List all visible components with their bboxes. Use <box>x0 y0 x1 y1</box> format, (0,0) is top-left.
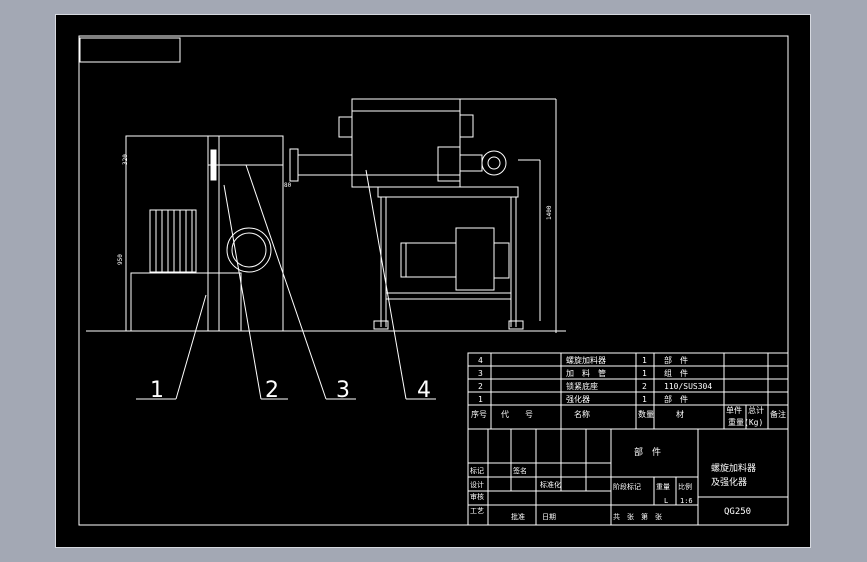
cad-drawing: 320 950 80 1400 <box>78 35 789 526</box>
header-qty: 数量 <box>638 409 654 419</box>
callout-3: 3 <box>336 378 350 403</box>
parts-row-no: 2 <box>478 382 483 391</box>
drawing-title-line1: 螺旋加料器 <box>711 462 756 474</box>
header-unit-weight: 单件 <box>726 405 742 415</box>
label-approve: 批准 <box>511 512 525 521</box>
callout-leaders <box>136 164 436 400</box>
label-std: 标准化 <box>540 480 561 489</box>
parts-row-material: 组 件 <box>664 368 688 378</box>
header-code: 代 号 <box>501 409 533 419</box>
parts-list-grid <box>467 352 789 430</box>
parts-row-no: 3 <box>478 369 483 378</box>
dim-body-height: 950 <box>117 254 124 265</box>
dim-top-height: 320 <box>122 154 129 165</box>
parts-row-qty: 1 <box>642 356 647 365</box>
parts-list-rows: 4 螺旋加料器 1 部 件 3 加 料 管 1 组 件 2 锁紧底座 2 110… <box>471 355 786 427</box>
parts-row-qty: 1 <box>642 395 647 404</box>
callout-4: 4 <box>417 378 431 403</box>
parts-row-name: 强化器 <box>566 394 590 404</box>
header-material: 材 <box>676 409 684 419</box>
label-sheets: 共 张 第 张 <box>613 512 662 521</box>
title-block-grid <box>467 428 789 526</box>
label-sign: 签名 <box>513 466 527 475</box>
parts-row-no: 1 <box>478 395 483 404</box>
label-weight: 重量 <box>656 483 670 491</box>
scale-value: 1:6 <box>680 497 693 505</box>
parts-row-name: 加 料 管 <box>566 368 606 378</box>
parts-row-name: 螺旋加料器 <box>566 355 606 365</box>
header-weight-unit: 重量(Kg) <box>728 417 763 427</box>
header-name: 名称 <box>574 409 590 419</box>
header-seq: 序号 <box>471 409 487 419</box>
parts-row-material: 部 件 <box>664 394 688 404</box>
part-label: 部 件 <box>634 446 661 458</box>
header-remark: 备注 <box>770 409 786 419</box>
dim-offset: 80 <box>284 182 292 189</box>
label-date: 日期 <box>542 513 556 521</box>
parts-row-qty: 2 <box>642 382 647 391</box>
dim-frame-height: 1400 <box>546 205 553 220</box>
label-process: 工艺 <box>470 507 484 515</box>
parts-row-material: 110/SUS304 <box>664 382 712 391</box>
drawing-title-line2: 及强化器 <box>711 476 747 488</box>
drawing-code: QG250 <box>724 507 751 517</box>
label-stage-mark: 阶段标记 <box>613 482 641 491</box>
parts-row-name: 锁紧底座 <box>566 381 598 391</box>
title-block-labels: 标记 设计 审核 工艺 标准化 阶段标记 重量 比例 共 张 第 张 日期 批准… <box>470 446 756 521</box>
label-mark: 标记 <box>470 466 484 475</box>
quantity-mark: L <box>664 497 668 505</box>
screw-feeder-part <box>86 98 566 333</box>
label-check: 审核 <box>470 492 484 501</box>
reverse-code-box <box>79 37 181 63</box>
label-ratio: 比例 <box>678 482 692 491</box>
callout-1: 1 <box>150 378 164 403</box>
cad-viewport[interactable]: 320 950 80 1400 <box>55 14 811 548</box>
parts-row-no: 4 <box>478 356 483 365</box>
drawing-frame <box>78 35 789 526</box>
header-total-weight: 总计 <box>748 405 764 415</box>
parts-row-material: 部 件 <box>664 355 688 365</box>
feed-tube-part <box>289 148 352 182</box>
parts-row-qty: 1 <box>642 369 647 378</box>
intensifier-part <box>125 135 284 332</box>
label-design: 设计 <box>470 480 484 489</box>
callout-2: 2 <box>265 378 279 403</box>
